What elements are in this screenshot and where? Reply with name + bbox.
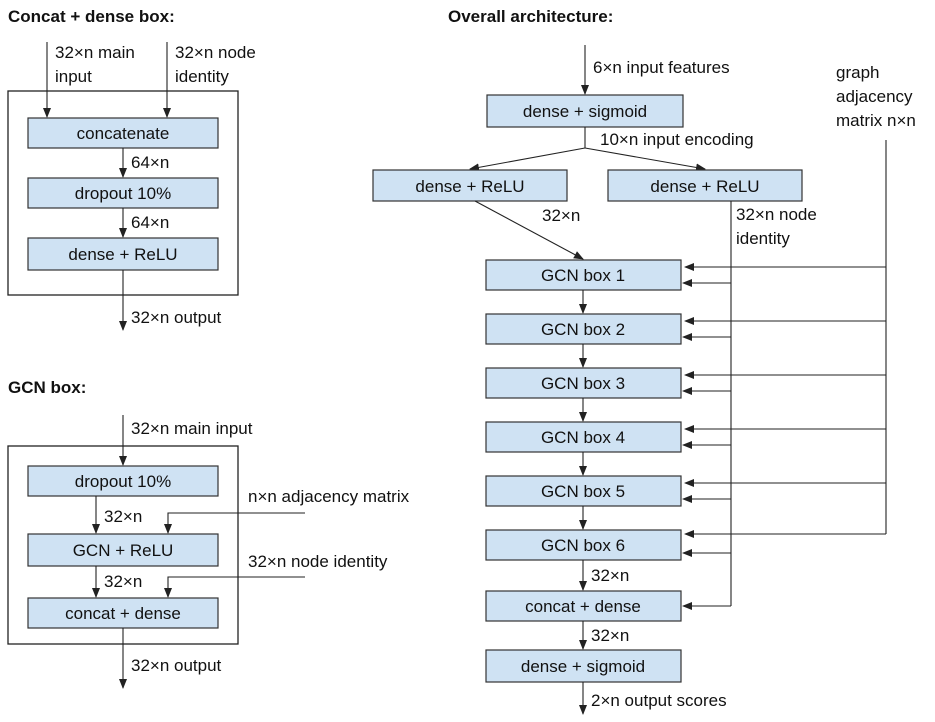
input-features-label: 6×n input features: [593, 58, 730, 77]
node-identity-label-line2: identity: [175, 67, 229, 86]
branch-right-node: [607, 169, 803, 202]
concat-dense-node: [485, 590, 682, 622]
branch-left-to-gcn-arrow: [474, 200, 584, 260]
adjacency-matrix-arrow: [164, 512, 305, 534]
gcn-concat-dense-node-label: concat + dense: [65, 604, 181, 623]
output-scores-label: 2×n output scores: [591, 691, 727, 710]
concat-dense-panel: Concat + dense box: 32×n main input 32×n…: [7, 7, 256, 331]
output-label: 32×n output: [131, 308, 222, 327]
dense-relu-node-label: dense + ReLU: [68, 245, 177, 264]
overall-title: Overall architecture:: [448, 7, 613, 26]
gcn-box-6-node: [485, 529, 682, 561]
gcn-box-2-label: GCN box 2: [541, 320, 625, 339]
concat-dense-title: Concat + dense box:: [8, 7, 175, 26]
gcn-box-panel: GCN box: 32×n main input dropout 10% 32×…: [7, 378, 410, 689]
concatenate-node: [27, 117, 219, 149]
gcn-edge-label-2: 32×n: [104, 572, 142, 591]
branch-left-edge-label: 32×n: [542, 206, 580, 225]
encoder-node-label: dense + sigmoid: [523, 102, 647, 121]
gcn-box-title: GCN box:: [8, 378, 86, 397]
edge-label-64n-1: 64×n: [131, 153, 169, 172]
gcn-relu-node: [27, 533, 219, 567]
gcn-box-5-label: GCN box 5: [541, 482, 625, 501]
node-identity-label-line1: 32×n node: [175, 43, 256, 62]
main-input-label-line1: 32×n main: [55, 43, 135, 62]
gcn-chain: GCN box 1 GCN box 2 GCN box 3 GCN box 4 GCN …: [485, 259, 886, 561]
gcn-box-3-label: GCN box 3: [541, 374, 625, 393]
node-identity-side-label: 32×n node identity: [248, 552, 388, 571]
overall-edge-label-2: 32×n: [591, 626, 629, 645]
final-sigmoid-node-label: dense + sigmoid: [521, 657, 645, 676]
encoding-right-arrow: [584, 147, 706, 172]
gcn-box-6-label: GCN box 6: [541, 536, 625, 555]
concatenate-node-label: concatenate: [77, 124, 170, 143]
gcn-box-4-node: [485, 421, 682, 453]
gcn-output-label: 32×n output: [131, 656, 222, 675]
node-identity-side-arrow: [164, 576, 305, 598]
gcn-box-5-node: [485, 475, 682, 507]
gcn-edge-label-1: 32×n: [104, 507, 142, 526]
gcn-dropout-node-label: dropout 10%: [75, 472, 171, 491]
final-sigmoid-node: [485, 649, 682, 683]
overall-panel: Overall architecture: 6×n input features…: [372, 7, 916, 715]
encoding-label: 10×n input encoding: [600, 130, 754, 149]
gcn-dropout-node: [27, 465, 219, 497]
gcn-box-1-label: GCN box 1: [541, 266, 625, 285]
main-input-label-line2: input: [55, 67, 92, 86]
edge-label-64n-2: 64×n: [131, 213, 169, 232]
encoding-left-arrow: [469, 147, 586, 172]
encoder-node: [486, 94, 684, 128]
branch-left-node: [372, 169, 568, 202]
branch-left-node-label: dense + ReLU: [415, 177, 524, 196]
overall-edge-label-1: 32×n: [591, 566, 629, 585]
node-identity-label-line2: identity: [736, 229, 790, 248]
adjacency-label-line3: matrix n×n: [836, 111, 916, 130]
concat-dense-node-label: concat + dense: [525, 597, 641, 616]
adjacency-matrix-label: n×n adjacency matrix: [248, 487, 410, 506]
adjacency-label-line1: graph: [836, 63, 879, 82]
gcn-box-4-label: GCN box 4: [541, 428, 625, 447]
node-identity-label-line1: 32×n node: [736, 205, 817, 224]
gcn-main-input-label: 32×n main input: [131, 419, 253, 438]
gcn-box-2-node: [485, 313, 682, 345]
branch-right-node-label: dense + ReLU: [650, 177, 759, 196]
dropout-node-label: dropout 10%: [75, 184, 171, 203]
dense-relu-node: [27, 237, 219, 271]
adjacency-label-line2: adjacency: [836, 87, 913, 106]
gcn-relu-node-label: GCN + ReLU: [73, 541, 174, 560]
